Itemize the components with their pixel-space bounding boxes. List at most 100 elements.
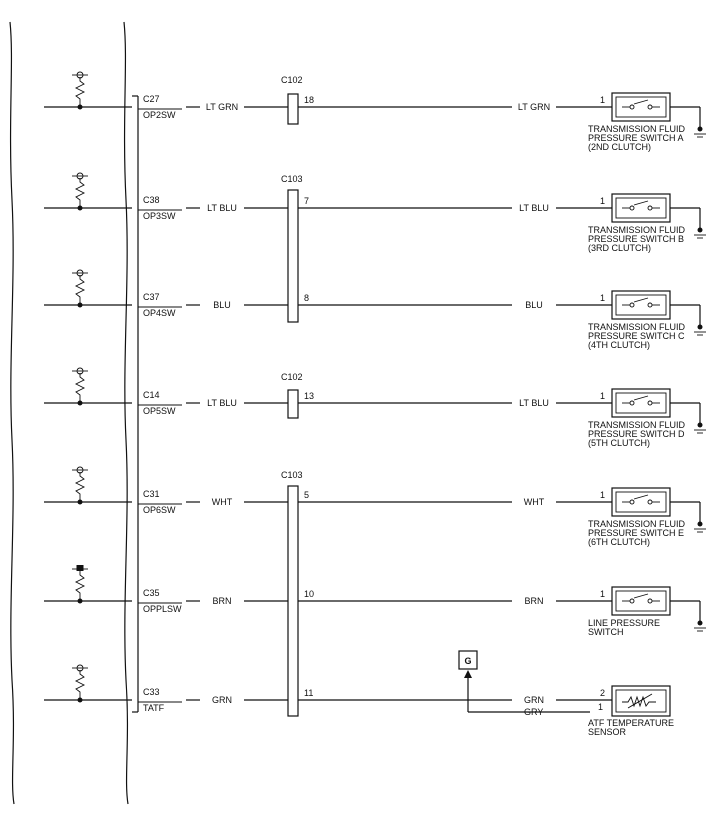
component-description: TRANSMISSION FLUID: [588, 322, 686, 332]
pressure-switch-icon: [611, 487, 671, 517]
component-pin: 1: [600, 95, 605, 105]
connector-c102-upper: [287, 93, 299, 125]
wire-color-left: LT GRN: [206, 102, 238, 112]
ground-dot: [697, 324, 703, 330]
ground-box-label: G: [464, 656, 471, 666]
wire-color-right: BRN: [524, 596, 543, 606]
wire-color-left: GRN: [212, 695, 232, 705]
ecm-pin-label: C38: [143, 195, 160, 205]
signal-name: OP5SW: [143, 406, 176, 416]
wire-color-left: BRN: [212, 596, 231, 606]
pressure-switch-icon: [611, 92, 671, 122]
pressure-switch-icon: [611, 586, 671, 616]
component-description: SENSOR: [588, 727, 627, 737]
connector-pin: 8: [304, 293, 309, 303]
signal-name: OPPLSW: [143, 604, 182, 614]
signal-name: OP2SW: [143, 110, 176, 120]
connector-name: C102: [281, 75, 303, 85]
pullup-resistor-icon: [74, 670, 86, 700]
ecm-pin-label: C37: [143, 292, 160, 302]
component-description: TRANSMISSION FLUID: [588, 124, 686, 134]
connector-c103-lower: [287, 485, 299, 717]
component-description: (4TH CLUTCH): [588, 340, 650, 350]
component-description: (6TH CLUTCH): [588, 537, 650, 547]
ground-dot: [697, 126, 703, 132]
pullup-resistor-icon: [74, 77, 86, 107]
component-description: LINE PRESSURE: [588, 618, 660, 628]
ground-dot: [697, 422, 703, 428]
signal-name: OP3SW: [143, 211, 176, 221]
pullup-resistor-icon: [74, 571, 86, 601]
connector-name: C103: [281, 174, 303, 184]
ecm-pin-label: C31: [143, 489, 160, 499]
connector-pin: 18: [304, 95, 314, 105]
pullup-resistor-icon: [74, 472, 86, 502]
wire-color-left: LT BLU: [207, 203, 237, 213]
ground-box: [458, 650, 478, 670]
pullup-resistor-icon: [74, 275, 86, 305]
connector-pin: 7: [304, 196, 309, 206]
component-pin: 2: [600, 688, 605, 698]
atf-sensor-box: [611, 685, 671, 717]
wire-color-left: LT BLU: [207, 398, 237, 408]
ground-dot: [697, 227, 703, 233]
pressure-switch-icon: [611, 193, 671, 223]
wire-color-right: WHT: [524, 497, 545, 507]
wire-color-right: BLU: [525, 300, 543, 310]
connector-pin: 10: [304, 589, 314, 599]
wire-color-left: BLU: [213, 300, 231, 310]
thermistor-arrow-icon: [627, 693, 653, 709]
connector-c102-lower: [287, 389, 299, 419]
component-description: PRESSURE SWITCH E: [588, 528, 684, 538]
ecm-pin-label: C33: [143, 687, 160, 697]
connector-name: C102: [281, 372, 303, 382]
component-pin: 1: [600, 589, 605, 599]
component-description: PRESSURE SWITCH A: [588, 133, 684, 143]
ecm-pin-label: C35: [143, 588, 160, 598]
component-pin: 1: [600, 293, 605, 303]
component-description: PRESSURE SWITCH D: [588, 429, 685, 439]
pressure-switch-icon: [611, 290, 671, 320]
atf-return-pin: 1: [598, 702, 603, 712]
ground-dot: [697, 620, 703, 626]
connector-pin: 13: [304, 391, 314, 401]
pressure-switch-icon: [611, 388, 671, 418]
atf-sensor-inner: [615, 689, 667, 713]
signal-name: OP6SW: [143, 505, 176, 515]
ecm-pin-label: C14: [143, 390, 160, 400]
ground-arrow-icon: [464, 670, 472, 678]
signal-name: TATF: [143, 703, 165, 713]
ecm-module-outline: [9, 21, 129, 805]
component-description: (5TH CLUTCH): [588, 438, 650, 448]
signal-name: OP4SW: [143, 308, 176, 318]
connector-pin: 11: [304, 688, 313, 698]
wire-color-right: LT BLU: [519, 398, 549, 408]
component-pin: 1: [600, 490, 605, 500]
component-description: SWITCH: [588, 627, 624, 637]
component-description: PRESSURE SWITCH B: [588, 234, 684, 244]
component-pin: 1: [600, 391, 605, 401]
wire-color-right: GRN: [524, 695, 544, 705]
component-description: TRANSMISSION FLUID: [588, 420, 686, 430]
pullup-terminal-icon: [76, 565, 84, 571]
pullup-resistor-icon: [74, 373, 86, 403]
atf-return-wire: GRY: [524, 707, 543, 717]
component-description: (2ND CLUTCH): [588, 142, 651, 152]
component-pin: 1: [600, 196, 605, 206]
component-description: (3RD CLUTCH): [588, 243, 651, 253]
component-description: TRANSMISSION FLUID: [588, 225, 686, 235]
component-description: PRESSURE SWITCH C: [588, 331, 685, 341]
wire-color-right: LT GRN: [518, 102, 550, 112]
component-description: ATF TEMPERATURE: [588, 718, 674, 728]
pullup-resistor-icon: [74, 178, 86, 208]
ground-dot: [697, 521, 703, 527]
connector-name: C103: [281, 470, 303, 480]
component-description: TRANSMISSION FLUID: [588, 519, 686, 529]
connector-pin: 5: [304, 490, 309, 500]
wire-color-right: LT BLU: [519, 203, 549, 213]
ecm-pin-label: C27: [143, 94, 160, 104]
connector-c103-upper: [287, 189, 299, 323]
wire-color-left: WHT: [212, 497, 233, 507]
